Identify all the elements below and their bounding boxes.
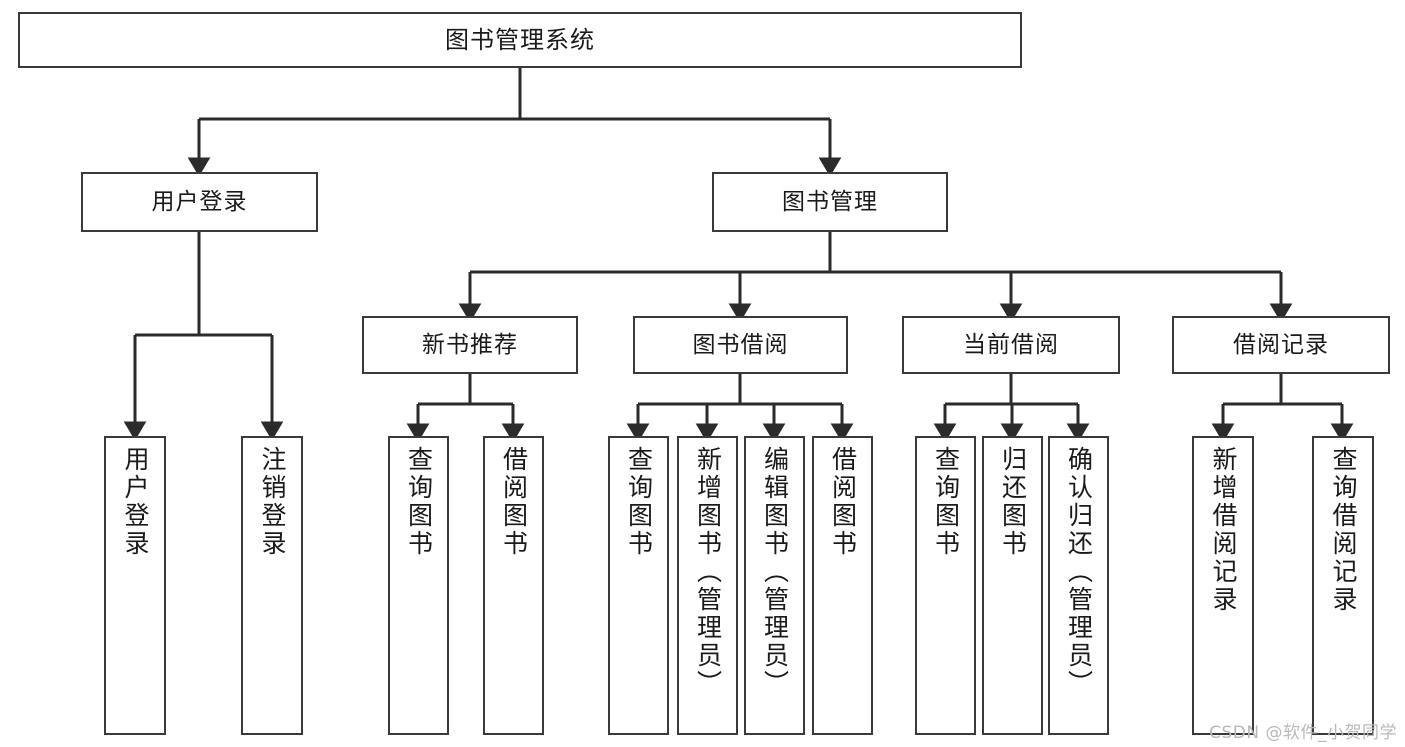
leaf-new-book-borrow-book[interactable]: 借阅图书 (483, 436, 544, 735)
node-label: 借阅记录 (1233, 331, 1329, 358)
leaf-user-login-logout[interactable]: 注销登录 (241, 436, 303, 735)
node-current-borrow[interactable]: 当前借阅 (902, 316, 1120, 374)
node-new-book-recommend[interactable]: 新书推荐 (362, 316, 578, 374)
node-book-borrow[interactable]: 图书借阅 (633, 316, 848, 374)
node-label: 注销登录 (258, 446, 287, 558)
node-label: 新增图书（管理员） (693, 446, 723, 698)
leaf-new-book-query-book[interactable]: 查询图书 (388, 436, 449, 735)
node-label: 用户登录 (121, 446, 150, 558)
leaf-user-login-login[interactable]: 用户登录 (104, 436, 166, 735)
node-label: 新书推荐 (422, 331, 518, 358)
leaf-borrow-record-query-record[interactable]: 查询借阅记录 (1312, 436, 1374, 735)
leaf-book-borrow-query-book[interactable]: 查询图书 (608, 436, 669, 735)
node-label: 编辑图书（管理员） (760, 446, 790, 698)
node-label: 当前借阅 (963, 331, 1059, 358)
node-label: 查询图书 (404, 446, 434, 558)
node-label: 借阅图书 (499, 446, 529, 558)
leaf-book-borrow-add-book-admin[interactable]: 新增图书（管理员） (677, 436, 738, 735)
leaf-current-borrow-confirm-return-admin[interactable]: 确认归还（管理员） (1048, 436, 1109, 735)
node-user-login[interactable]: 用户登录 (81, 172, 318, 232)
leaf-book-borrow-edit-book-admin[interactable]: 编辑图书（管理员） (744, 436, 805, 735)
leaf-current-borrow-query-book[interactable]: 查询图书 (915, 436, 976, 735)
node-root-book-management-system[interactable]: 图书管理系统 (18, 12, 1022, 68)
node-label: 查询图书 (931, 446, 961, 558)
leaf-current-borrow-return-book[interactable]: 归还图书 (982, 436, 1043, 735)
node-borrow-record[interactable]: 借阅记录 (1172, 316, 1390, 374)
node-label: 查询借阅记录 (1329, 446, 1358, 614)
node-label: 归还图书 (998, 446, 1028, 558)
node-label: 查询图书 (624, 446, 654, 558)
leaf-borrow-record-add-record[interactable]: 新增借阅记录 (1192, 436, 1254, 735)
node-label: 确认归还（管理员） (1064, 446, 1094, 698)
leaf-book-borrow-borrow-book[interactable]: 借阅图书 (812, 436, 873, 735)
node-label: 新增借阅记录 (1209, 446, 1238, 614)
node-label: 图书借阅 (692, 331, 789, 358)
node-label: 图书管理系统 (445, 26, 595, 54)
node-label: 用户登录 (151, 188, 248, 215)
node-label: 借阅图书 (828, 446, 858, 558)
node-label: 图书管理 (782, 188, 878, 215)
node-book-management[interactable]: 图书管理 (712, 172, 948, 232)
